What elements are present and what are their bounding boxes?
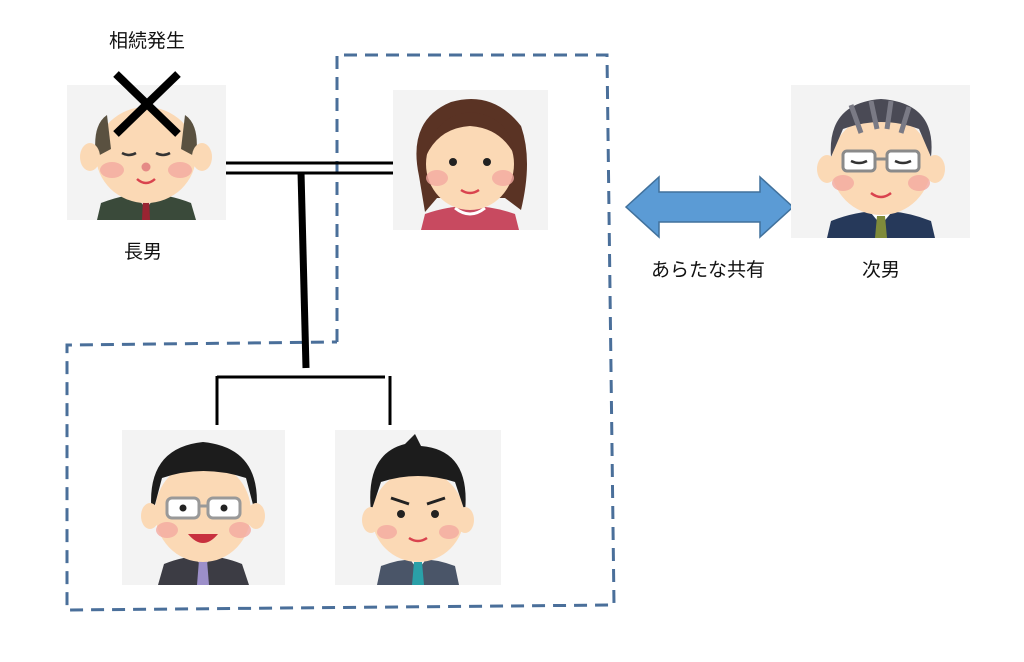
heirs-dashed-group	[65, 53, 616, 612]
child-2-portrait	[335, 430, 501, 585]
child-1-portrait	[122, 430, 285, 585]
elderly-man-glasses-portrait-icon	[817, 99, 945, 238]
second-son-portrait	[791, 85, 970, 238]
eldest-son-label: 長男	[123, 241, 163, 263]
inheritance-event-label: 相続発生	[108, 30, 186, 52]
new-co-ownership-label: あらたな共有	[650, 259, 766, 281]
man-glasses-portrait-icon	[141, 442, 265, 585]
double-arrow-icon	[624, 175, 795, 239]
eldest-son-portrait	[67, 85, 226, 220]
descent-line	[297, 171, 310, 369]
second-son-label: 次男	[861, 259, 901, 281]
wife-portrait	[393, 90, 548, 230]
elderly-woman-portrait-icon	[416, 99, 527, 230]
boy-portrait-icon	[362, 434, 474, 585]
elderly-man-portrait-icon	[80, 107, 212, 220]
